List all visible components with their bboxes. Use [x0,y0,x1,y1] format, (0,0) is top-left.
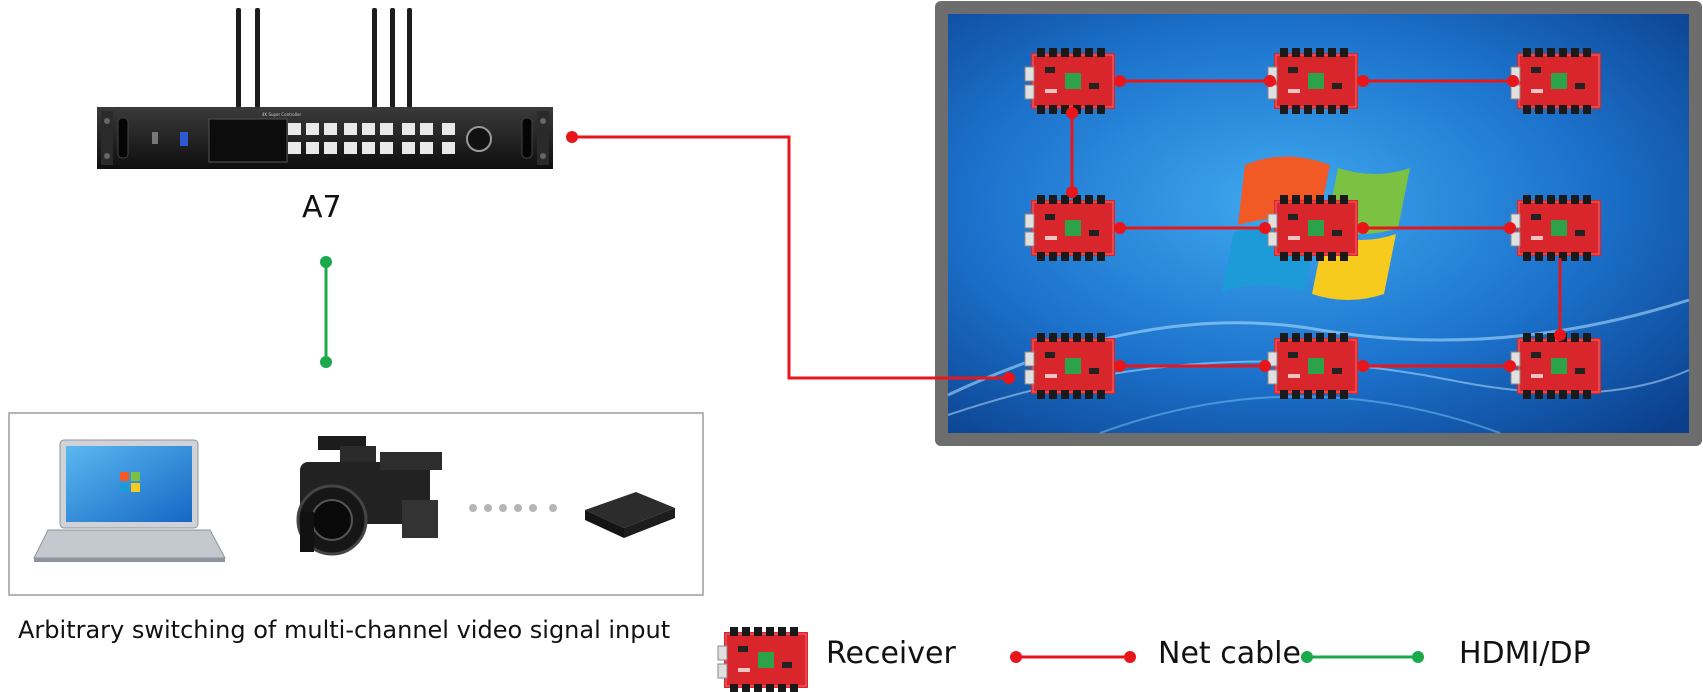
legend-hdmi-swatch [1301,651,1424,663]
legend-receiver-label: Receiver [826,636,956,671]
receiver-card-icon [1024,47,1116,115]
receiver-card-icon [1510,47,1602,115]
receiver-card-icon [1267,194,1359,262]
device-panel-text: 4K Super Controller [262,112,301,117]
controller-device: 4K Super Controller [97,8,553,169]
legend-net-cable-label: Net cable [1158,636,1301,671]
receiver-card-icon [1510,332,1602,400]
receiver-card-icon [1024,194,1116,262]
legend [717,626,1424,692]
sources-caption: Arbitrary switching of multi-channel vid… [18,616,671,644]
media-box-icon [585,492,675,538]
receiver-card-icon [1024,332,1116,400]
net-cable-route [572,79,1562,380]
receiver-card-icon [1267,47,1359,115]
hdmi-link [320,256,332,368]
device-name-label: A7 [302,190,342,225]
laptop-icon [33,439,226,562]
legend-net-cable-swatch [1010,651,1136,663]
legend-hdmi-label: HDMI/DP [1459,636,1591,671]
ellipsis-dots [469,504,557,512]
receiver-card-icon [1267,332,1359,400]
net-cable-endpoints [566,75,1566,384]
antenna-icon [236,8,412,108]
sources-panel [8,412,704,596]
receiver-card-icon [717,626,809,692]
camcorder-icon [296,436,442,556]
receiver-card-icon [1510,194,1602,262]
